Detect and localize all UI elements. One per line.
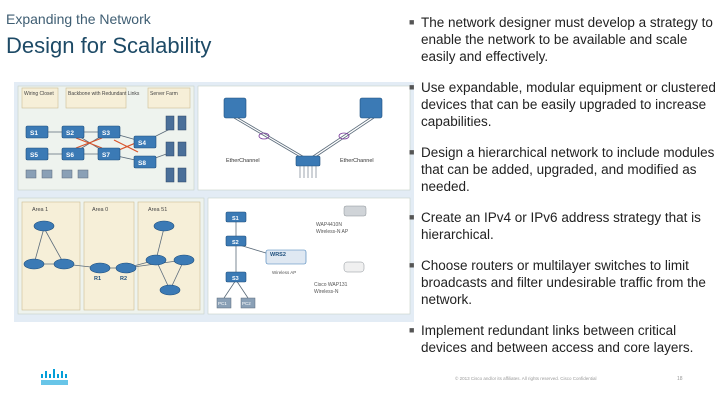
router-label: R2 xyxy=(120,276,127,282)
switch-icon xyxy=(25,125,157,169)
zone-label: Wiring Closet xyxy=(24,91,54,97)
pc-label: PC2 xyxy=(242,301,251,306)
zone-box xyxy=(21,87,59,109)
ap-description: Wireless-N xyxy=(314,289,339,295)
bullet-marker-icon: ■ xyxy=(409,325,415,335)
bullet-text: The network designer must develop a stra… xyxy=(421,15,713,64)
etherchannel-bundle-icon xyxy=(258,132,270,140)
zone-box xyxy=(147,87,191,109)
switch-label: S4 xyxy=(138,140,146,147)
bullet-text: Create an IPv4 or IPv6 address strategy … xyxy=(421,210,701,242)
slide-title: Design for Scalability xyxy=(6,33,212,58)
bullet-item: ■ Create an IPv4 or IPv6 address strategy… xyxy=(407,209,717,243)
area-label: Area 1 xyxy=(32,207,48,213)
bullet-marker-icon: ■ xyxy=(409,147,415,157)
switch-label: S8 xyxy=(138,160,146,167)
bullet-item: ■ The network designer must develop a str… xyxy=(407,14,717,65)
switch-label: S6 xyxy=(66,152,74,159)
etherchannel-label: EtherChannel xyxy=(226,158,260,164)
figure-campus-svg: Wiring Closet Backbone with Redundant Li… xyxy=(14,82,414,194)
zone-label: Server Farm xyxy=(150,91,178,97)
switch-icon xyxy=(295,155,321,167)
wireless-ap-label: Wireless AP xyxy=(272,270,296,275)
bullet-item: ■ Use expandable, modular equipment or cl… xyxy=(407,79,717,130)
area-box xyxy=(83,201,135,311)
access-point-icon xyxy=(343,205,367,217)
bullet-text: Choose routers or multilayer switches to… xyxy=(421,258,706,307)
switch-label: S2 xyxy=(66,130,74,137)
bullet-text: Implement redundant links between critic… xyxy=(421,323,694,355)
ap-description: Wireless-N AP xyxy=(316,229,349,235)
pc-icon xyxy=(216,297,256,309)
area-label: Area 51 xyxy=(148,207,167,213)
etherchannel-bundle-icon xyxy=(338,132,350,140)
switch-label: S7 xyxy=(102,152,110,159)
bullet-item: ■ Design a hierarchical network to includ… xyxy=(407,144,717,195)
figure-ospf-svg: Area 1 Area 0 Area 51 R1 R2 xyxy=(14,194,414,322)
pc-label: PC1 xyxy=(218,301,227,306)
footer-copyright: © 2013 Cisco and/or its affiliates. All … xyxy=(455,376,597,381)
figure-ospf-wireless: Area 1 Area 0 Area 51 R1 R2 xyxy=(14,194,414,322)
area-box xyxy=(21,201,81,311)
figure-campus-etherchannel: Wiring Closet Backbone with Redundant Li… xyxy=(14,82,414,194)
switch-label: S1 xyxy=(30,130,38,137)
pc-icon xyxy=(25,169,89,179)
bullet-item: ■ Implement redundant links between criti… xyxy=(407,322,717,356)
bullet-text: Design a hierarchical network to include… xyxy=(421,145,715,194)
ap-model: Cisco WAP131 xyxy=(314,282,348,288)
router-icon xyxy=(23,220,195,296)
bullet-text: Use expandable, modular equipment or clu… xyxy=(421,80,716,129)
multilayer-switch-icon xyxy=(223,97,383,119)
wireless-router-label: WRS2 xyxy=(270,252,286,258)
section-eyebrow: Expanding the Network xyxy=(6,11,151,27)
bullet-list: ■ The network designer must develop a str… xyxy=(407,14,717,370)
switch-label: S3 xyxy=(102,130,110,137)
server-icon xyxy=(165,115,187,183)
ap-model: WAP4410N xyxy=(316,222,342,228)
wireless-router-icon xyxy=(265,249,307,265)
switch-label: S1 xyxy=(232,216,239,222)
bullet-marker-icon: ■ xyxy=(409,212,415,222)
cisco-logo-icon xyxy=(41,369,68,385)
area-label: Area 0 xyxy=(92,207,108,213)
router-label: R1 xyxy=(94,276,101,282)
etherchannel-label: EtherChannel xyxy=(340,158,374,164)
zone-box xyxy=(65,87,127,109)
bullet-marker-icon: ■ xyxy=(409,17,415,27)
switch-label: S5 xyxy=(30,152,38,159)
switch-label: S2 xyxy=(232,240,239,246)
access-links xyxy=(299,166,317,178)
bullet-marker-icon: ■ xyxy=(409,82,415,92)
zone-label: Backbone with Redundant Links xyxy=(68,91,140,97)
bullet-item: ■ Choose routers or multilayer switches t… xyxy=(407,257,717,308)
switch-label: S3 xyxy=(232,276,239,282)
access-point-icon xyxy=(343,261,365,273)
bullet-marker-icon: ■ xyxy=(409,260,415,270)
switch-icon xyxy=(225,211,247,283)
page-number: 18 xyxy=(677,376,683,382)
